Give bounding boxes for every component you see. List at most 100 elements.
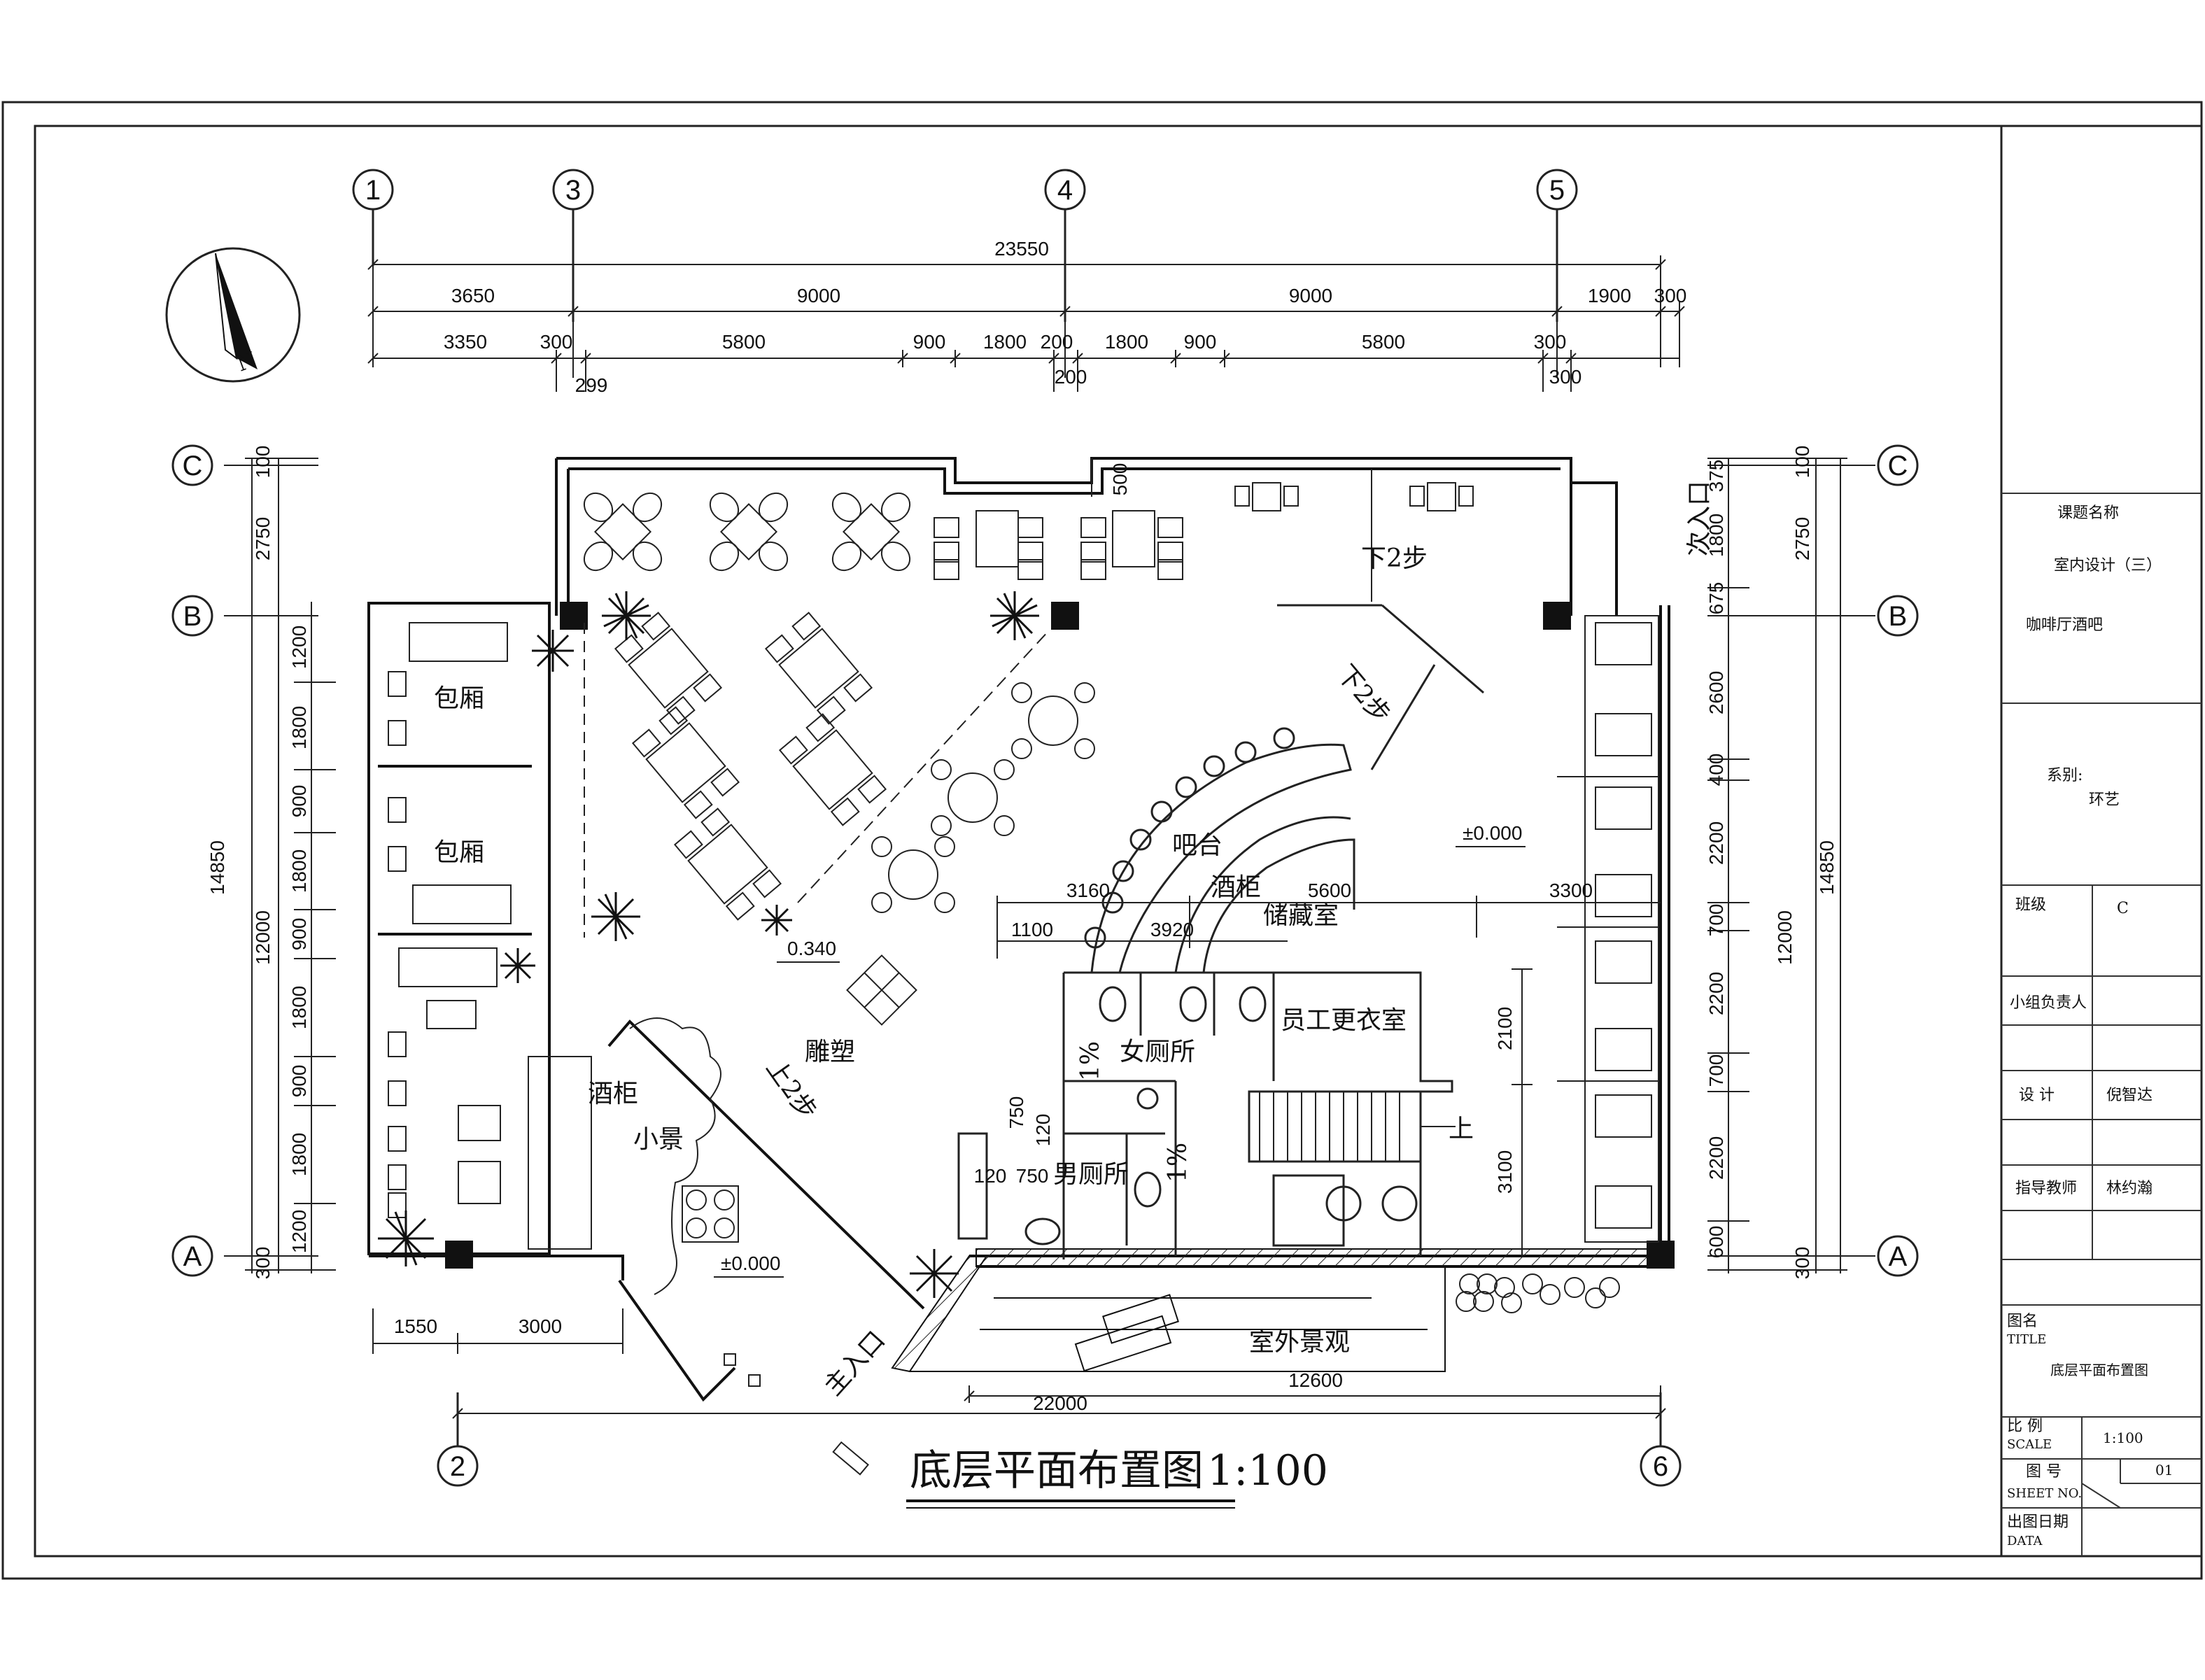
dim-top-r2-2: 9000: [1289, 285, 1332, 306]
tb-class-value: C: [2117, 900, 2129, 917]
dim-int-bar-2: 3300: [1549, 880, 1593, 901]
label-wine-cabinet-1: 酒柜: [1211, 873, 1261, 902]
structural-columns: [445, 602, 1675, 1269]
dim-right-in-0: 375: [1705, 460, 1727, 493]
dim-left-in-3: 1800: [288, 849, 310, 893]
dim-int-stair-0: 2100: [1494, 1007, 1516, 1050]
label-womens-toilet: 女厕所: [1120, 1038, 1195, 1066]
dim-int-bar2-0: 1100: [1011, 919, 1053, 940]
dim-left-in-8: 1200: [288, 1210, 310, 1253]
elevation-main-floor: ±0.000: [1463, 822, 1522, 844]
dimension-lines-right: [1707, 458, 1875, 1273]
label-stair-up: 上: [1449, 1115, 1474, 1143]
tb-scale-value: 1:100: [2103, 1430, 2143, 1446]
dimension-text-left: 14850 100 2750 12000 300 1200 1800 900 1…: [206, 446, 310, 1280]
axis-label-6: 6: [1653, 1451, 1668, 1482]
furniture-top-tables: [583, 469, 1474, 602]
tb-date-label-en: DATA: [2007, 1534, 2043, 1548]
label-sculpture: 雕塑: [805, 1038, 855, 1066]
dimension-text-top: 23550 3650 9000 9000 1900 300 3350 300 5…: [444, 238, 1687, 396]
tb-department: 环艺: [2089, 791, 2120, 809]
dim-right-mid-1: 2750: [1791, 517, 1813, 560]
elevation-sculpture: 0.340: [787, 938, 836, 959]
bar-counter: [1084, 604, 1484, 973]
dim-right-overall: 14850: [1816, 840, 1838, 895]
dim-left-overall: 14850: [206, 840, 228, 895]
dim-top-r3-3: 900: [913, 331, 946, 353]
interior-dimension-text: 3160 5600 3300 1100 3920 2100 3100 750 1…: [974, 463, 1593, 1194]
title-block: 课题名称 室内设计（三） 咖啡厅酒吧 系别: 环艺 班级 C 小组负责人 设 计…: [2001, 493, 2202, 1556]
label-outdoor-landscape: 室外景观: [1249, 1328, 1350, 1357]
dim-int-toilet-0: 750: [1006, 1096, 1027, 1129]
dim-right-in-2: 675: [1705, 582, 1727, 615]
tb-teacher-value: 林约瀚: [2106, 1180, 2153, 1197]
label-private-room-2: 包厢: [434, 838, 484, 867]
label-secondary-entrance: 次入口: [1685, 481, 1714, 556]
dim-left-mid-3: 300: [252, 1247, 274, 1280]
dim-int-stair-1: 3100: [1494, 1150, 1516, 1194]
dim-left-in-7: 1800: [288, 1133, 310, 1176]
dim-top-r2-4: 300: [1654, 285, 1687, 306]
dim-left-mid-2: 12000: [252, 910, 274, 965]
axis-label-3: 3: [565, 175, 581, 206]
tb-project-label: 课题名称: [2057, 504, 2119, 522]
dim-left-in-5: 1800: [288, 986, 310, 1029]
label-private-room-1: 包厢: [434, 684, 484, 713]
tb-scale-label: 比 例: [2007, 1418, 2043, 1435]
dim-int-bar-1: 5600: [1308, 880, 1351, 901]
dim-left-in-0: 1200: [288, 626, 310, 669]
dim-top-below-1: 200: [1055, 366, 1087, 388]
dimension-lines-left: [224, 458, 336, 1273]
tb-drawing-name-value: 底层平面布置图: [2050, 1362, 2148, 1378]
tb-designer-value: 倪智达: [2106, 1087, 2153, 1104]
dim-right-in-9: 2200: [1705, 1136, 1727, 1180]
dim-right-in-4: 400: [1705, 754, 1727, 786]
tb-sheet-label: 图 号: [2026, 1463, 2062, 1481]
grid-axes: [171, 169, 1919, 1487]
tb-project-name: 室内设计（三）: [2054, 557, 2162, 574]
axis-label-4: 4: [1057, 175, 1073, 206]
entrance-decor: [629, 954, 917, 1476]
axis-label-a-left: A: [183, 1241, 202, 1272]
dim-left-in-2: 900: [288, 785, 310, 818]
axis-label-c-right: C: [1888, 451, 1908, 481]
label-small-scene: 小景: [633, 1125, 684, 1154]
axis-label-b-left: B: [183, 601, 202, 632]
dim-bottom-overall: 22000: [1033, 1392, 1087, 1414]
axis-label-1: 1: [365, 175, 381, 206]
dim-right-mid-0: 100: [1791, 446, 1813, 479]
grid-axis-labels: 1 3 4 5 2 6 C B A C B A: [183, 175, 1908, 1482]
dim-top-r3-2: 5800: [722, 331, 766, 353]
dim-top-below-2: 300: [1549, 366, 1582, 388]
tb-department-label: 系别:: [2047, 767, 2083, 784]
drawing-scale-text: 1:100: [1207, 1446, 1328, 1495]
tb-teacher-label: 指导教师: [2015, 1180, 2077, 1197]
dim-int-toilet-2: 120: [974, 1165, 1007, 1187]
dimension-lines-top: [367, 255, 1685, 392]
outdoor-shrubs: [1456, 1273, 1620, 1313]
dim-int-bar2-1: 3920: [1150, 919, 1194, 940]
elevation-marks: ±0.000 ±0.000 0.340: [714, 822, 1526, 1278]
label-storage: 储藏室: [1263, 901, 1339, 930]
dim-top-r3-4: 1800: [983, 331, 1027, 353]
dim-left-in-4: 900: [288, 918, 310, 951]
tb-class-label: 班级: [2015, 896, 2046, 914]
dim-left-mid-0: 100: [252, 446, 274, 479]
drawing-title: 底层平面布置图 1:100: [906, 1446, 1328, 1509]
dim-bottom-0: 1550: [394, 1315, 437, 1337]
label-down-2-steps-2: 下2步: [1331, 660, 1395, 729]
dim-int-toilet-1: 120: [1032, 1114, 1054, 1147]
label-down-2-steps-1: 下2步: [1361, 544, 1428, 573]
dim-right-in-5: 2200: [1705, 821, 1727, 865]
dim-right-in-7: 2200: [1705, 972, 1727, 1015]
dim-right-in-1: 1800: [1705, 514, 1727, 557]
dim-right-in-6: 700: [1705, 904, 1727, 937]
axis-label-b-right: B: [1889, 601, 1908, 632]
private-room-furniture: [388, 622, 592, 1250]
dim-int-top-notch: 500: [1109, 463, 1131, 496]
outdoor-landscape: [910, 1266, 1446, 1372]
dimension-text-right: 14850 100 2750 12000 300 375 1800 675 26…: [1705, 446, 1838, 1280]
dim-right-in-10: 600: [1705, 1226, 1727, 1259]
drawing-title-text: 底层平面布置图: [910, 1446, 1204, 1495]
